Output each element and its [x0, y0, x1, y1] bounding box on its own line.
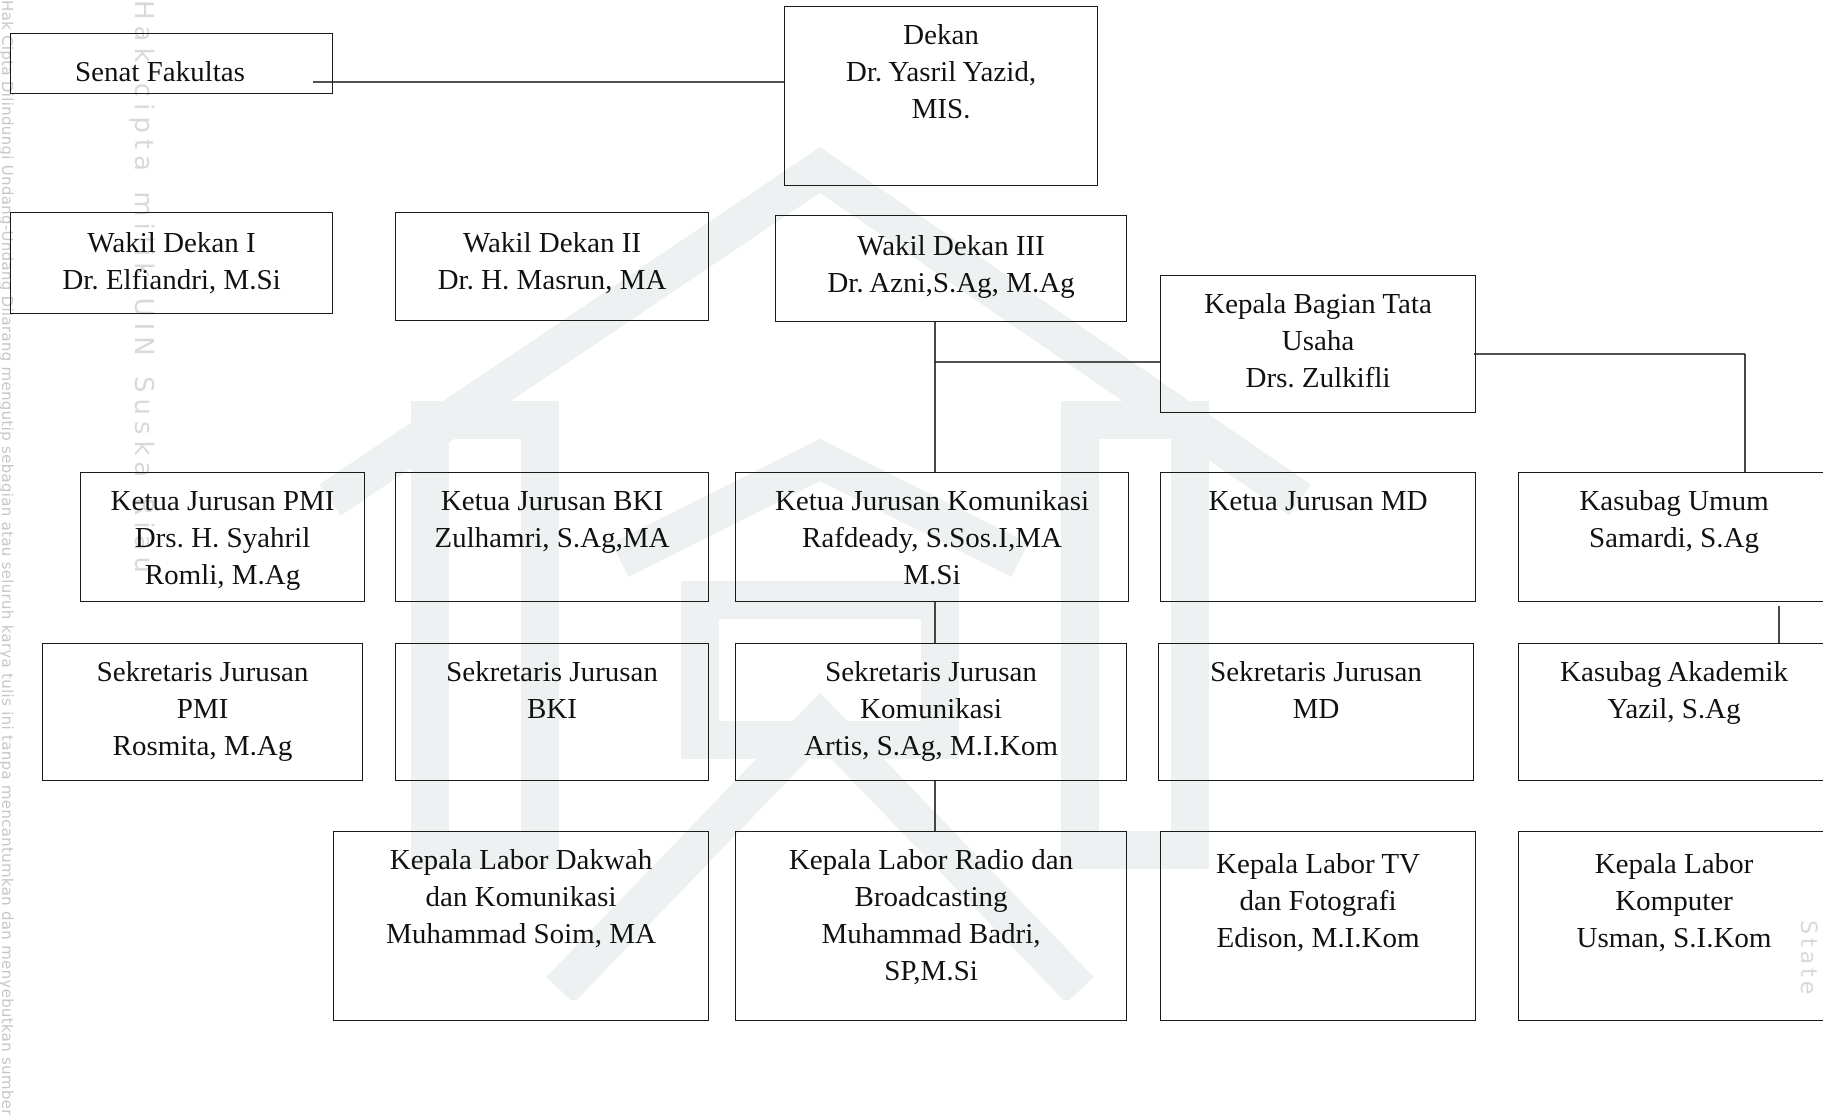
box-line: Drs. H. Syahril [134, 522, 311, 554]
box-sekretaris-jurusan-komunikasi: Sekretaris Jurusan Komunikasi Artis, S.A… [735, 643, 1127, 781]
box-line: BKI [527, 693, 577, 725]
box-line: Dekan [903, 19, 979, 51]
box-line: Komunikasi [860, 693, 1002, 725]
box-line: Kepala Labor [1594, 848, 1754, 880]
box-kasubag-akademik: Kasubag Akademik Yazil, S.Ag [1518, 643, 1823, 781]
box-line: Kasubag Akademik [1560, 656, 1788, 688]
box-line: Broadcasting [854, 881, 1008, 913]
box-line: Samardi, S.Ag [1589, 522, 1759, 554]
box-line: Muhammad Badri, [821, 918, 1041, 950]
box-line: Drs. Zulkifli [1245, 362, 1391, 394]
box-line: MD [1292, 693, 1340, 725]
box-wakil-dekan-1: Wakil Dekan I Dr. Elfiandri, M.Si [10, 212, 333, 314]
box-line: Wakil Dekan I [87, 227, 256, 259]
box-line: Sekretaris Jurusan [96, 656, 309, 688]
box-ketua-jurusan-komunikasi: Ketua Jurusan Komunikasi Rafdeady, S.Sos… [735, 472, 1129, 602]
box-line: dan Fotografi [1239, 885, 1397, 917]
box-line: Dr. Elfiandri, M.Si [62, 264, 281, 296]
box-line: Dr. H. Masrun, MA [437, 264, 667, 296]
box-line: Usaha [1281, 325, 1355, 357]
box-line: Kepala Labor Radio dan [788, 844, 1074, 876]
box-line: Ketua Jurusan Komunikasi [774, 485, 1090, 517]
box-line: Yazil, S.Ag [1607, 693, 1741, 725]
box-line: Kepala Labor TV [1216, 848, 1420, 880]
box-line: Wakil Dekan II [462, 227, 642, 259]
box-line: dan Komunikasi [425, 881, 617, 913]
box-ketua-jurusan-bki: Ketua Jurusan BKI Zulhamri, S.Ag,MA [395, 472, 709, 602]
box-line: Wakil Dekan III [857, 230, 1045, 262]
box-ketua-jurusan-pmi: Ketua Jurusan PMI Drs. H. Syahril Romli,… [80, 472, 365, 602]
box-kasubag-umum: Kasubag Umum Samardi, S.Ag [1518, 472, 1823, 602]
box-line: Sekretaris Jurusan [825, 656, 1037, 688]
box-wakil-dekan-2: Wakil Dekan II Dr. H. Masrun, MA [395, 212, 709, 321]
box-wakil-dekan-3: Wakil Dekan III Dr. Azni,S.Ag, M.Ag [775, 215, 1127, 322]
box-line: Sekretaris Jurusan [1210, 656, 1422, 688]
box-line: PMI [176, 693, 229, 725]
box-line: Ketua Jurusan MD [1208, 485, 1428, 517]
box-line: M.Si [903, 559, 961, 591]
box-senat-fakultas: Senat Fakultas [10, 33, 333, 94]
box-sekretaris-jurusan-bki: Sekretaris Jurusan BKI [395, 643, 709, 781]
box-dekan: Dekan Dr. Yasril Yazid, MIS. [784, 6, 1098, 186]
box-line: Kepala Labor Dakwah [389, 844, 653, 876]
box-sekretaris-jurusan-md: Sekretaris Jurusan MD [1158, 643, 1474, 781]
box-line: Komputer [1615, 885, 1733, 917]
box-line: SP,M.Si [884, 955, 978, 987]
box-line: Romli, M.Ag [144, 559, 301, 591]
box-line: Rosmita, M.Ag [112, 730, 293, 762]
connector-lines [313, 81, 1780, 831]
box-line: Edison, M.I.Kom [1216, 922, 1420, 954]
box-line: Sekretaris Jurusan [446, 656, 658, 688]
box-sekretaris-jurusan-pmi: Sekretaris Jurusan PMI Rosmita, M.Ag [42, 643, 363, 781]
box-kepala-labor-tv: Kepala Labor TV dan Fotografi Edison, M.… [1160, 831, 1476, 1021]
box-line: Artis, S.Ag, M.I.Kom [804, 730, 1058, 762]
box-line: Kasubag Umum [1579, 485, 1769, 517]
box-line: Dr. Yasril Yazid, [845, 56, 1037, 88]
box-line: Muhammad Soim, MA [386, 918, 656, 950]
box-line: MIS. [911, 93, 971, 125]
box-line: Rafdeady, S.Sos.I,MA [802, 522, 1062, 554]
box-line: Senat Fakultas [75, 56, 245, 88]
box-line: Kepala Bagian Tata [1204, 288, 1432, 320]
box-ketua-jurusan-md: Ketua Jurusan MD [1160, 472, 1476, 602]
box-line: Dr. Azni,S.Ag, M.Ag [827, 267, 1075, 299]
box-kepala-bagian-tata-usaha: Kepala Bagian Tata Usaha Drs. Zulkifli [1160, 275, 1476, 413]
box-kepala-labor-dakwah: Kepala Labor Dakwah dan Komunikasi Muham… [333, 831, 709, 1021]
box-line: Ketua Jurusan BKI [440, 485, 664, 517]
box-line: Ketua Jurusan PMI [110, 485, 335, 517]
box-line: Usman, S.I.Kom [1576, 922, 1772, 954]
box-kepala-labor-komputer: Kepala Labor Komputer Usman, S.I.Kom [1518, 831, 1823, 1021]
box-line: Zulhamri, S.Ag,MA [434, 522, 670, 554]
box-kepala-labor-radio: Kepala Labor Radio dan Broadcasting Muha… [735, 831, 1127, 1021]
